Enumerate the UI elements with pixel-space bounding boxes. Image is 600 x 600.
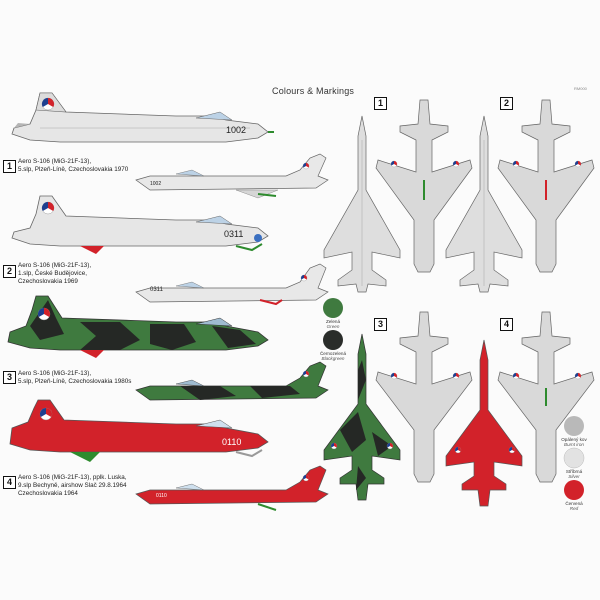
side-view-2-large: [11, 195, 269, 254]
swatch-burnt-iron: [564, 416, 584, 436]
wing-roundel-icon: [574, 160, 582, 168]
serial-1: 1002: [226, 125, 247, 135]
side-view-2-small: [135, 263, 329, 306]
plan-number-3: 3: [374, 318, 387, 331]
bottom-view-1: [375, 99, 473, 273]
serial-4-small: 0110: [156, 493, 167, 499]
sheet-code: RM000: [574, 86, 587, 91]
plan-number-4: 4: [500, 318, 513, 331]
wing-roundel-icon: [390, 160, 398, 168]
colour-legend: [323, 298, 585, 500]
side-view-4-small: [135, 465, 329, 511]
scheme-number-1: 1: [3, 160, 16, 173]
bottom-view-4: [497, 311, 595, 483]
wing-roundel-icon: [574, 372, 582, 380]
plan-number-1: 1: [374, 97, 387, 110]
swatch-red: [564, 480, 584, 500]
wing-roundel-icon: [452, 160, 460, 168]
tail-roundel-small-icon: [300, 274, 308, 282]
wing-roundel-icon: [452, 372, 460, 380]
serial-2: 0311: [224, 229, 244, 239]
serial-4: 0110: [222, 437, 242, 447]
tail-roundel-icon: [39, 407, 53, 421]
plan-number-2: 2: [500, 97, 513, 110]
tail-roundel-small-icon: [302, 162, 310, 170]
swatch-green: [323, 298, 343, 318]
bottom-view-3: [375, 311, 473, 483]
sheet-title: Colours & Markings: [272, 86, 355, 96]
tail-roundel-small-icon: [302, 370, 310, 378]
side-view-4-large: [9, 399, 269, 462]
side-view-1-small: [135, 153, 329, 199]
wing-roundel-icon: [508, 446, 516, 454]
scheme-caption-3: Aero S-106 (MiG-21F-13), 5.slp, Plzeň-Lí…: [18, 370, 132, 385]
swatch-silver: [563, 447, 585, 469]
wing-roundel-icon: [330, 442, 338, 450]
top-view-4: [445, 339, 523, 507]
tail-roundel-icon: [37, 307, 51, 321]
wing-roundel-icon: [390, 372, 398, 380]
tail-roundel-icon: [41, 201, 55, 215]
wing-roundel-icon: [386, 442, 394, 450]
scheme-number-4: 4: [3, 476, 16, 489]
swatch-blackgreen: [323, 330, 343, 350]
top-view-3: [323, 333, 401, 501]
side-view-3-large: [7, 295, 269, 358]
scheme-number-2: 2: [3, 265, 16, 278]
wing-roundel-icon: [512, 372, 520, 380]
wing-roundel-icon: [512, 160, 520, 168]
side-view-3-small: [135, 361, 329, 401]
scheme-number-3: 3: [3, 371, 16, 384]
top-view-2: [445, 115, 523, 293]
serial-2-small: 0311: [150, 287, 163, 293]
tail-roundel-icon: [41, 97, 55, 111]
scheme-caption-2: Aero S-106 (MiG-21F-13), 1.slp, České Bu…: [18, 262, 92, 285]
scheme-caption-4: Aero S-106 (MiG-21F-13), pplk. Luska, 9.…: [18, 474, 127, 497]
top-view-1: [323, 115, 401, 293]
wing-roundel-icon: [454, 446, 462, 454]
bottom-view-2: [497, 99, 595, 273]
serial-1-small: 1002: [150, 181, 162, 187]
tail-roundel-small-icon: [302, 474, 310, 482]
scheme-caption-1: Aero S-106 (MiG-21F-13), 5.slp, Plzeň-Lí…: [18, 158, 129, 173]
side-view-1-large: [11, 92, 274, 143]
